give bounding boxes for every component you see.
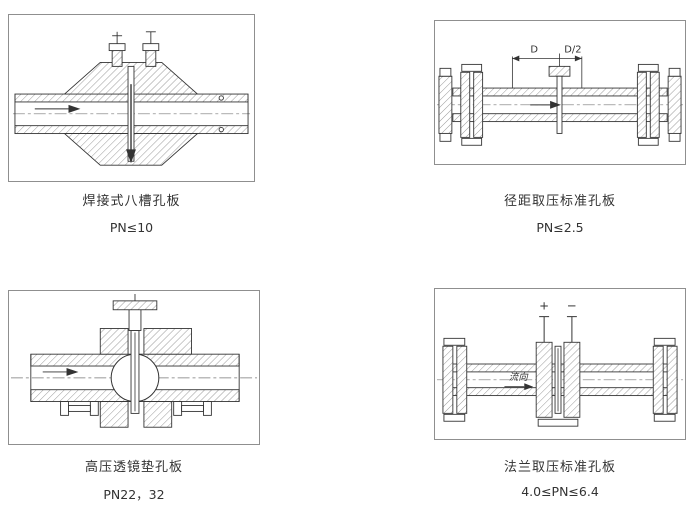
stud-bolt-icon <box>461 137 483 146</box>
figure-box-radius-tap-orifice: D D/2 <box>434 20 686 165</box>
figure-rating: 4.0≤PN≤6.4 <box>521 484 599 499</box>
stud-bolt-icon <box>637 63 659 72</box>
bolt-icon <box>439 132 452 142</box>
clamp-block <box>143 401 173 428</box>
radius-tap-orifice-drawing: D D/2 <box>436 45 684 146</box>
figure-box-flange-tap-orifice: + − 流向 <box>434 288 686 440</box>
bolt-icon <box>668 132 681 142</box>
orifice-plate <box>126 65 136 164</box>
flow-arrow-icon <box>42 367 79 376</box>
end-flange <box>667 75 682 134</box>
figure-box-welded-orifice <box>8 14 255 182</box>
stud-bolt-icon <box>537 418 579 427</box>
flange-tap-orifice-drawing: + − 流向 <box>436 299 684 427</box>
bolt-icon <box>668 67 681 77</box>
figure-caption: 径距取压标准孔板 <box>503 194 616 209</box>
dimension-label-d: D <box>530 45 538 56</box>
end-flange <box>438 75 453 134</box>
end-flange <box>652 345 664 414</box>
nut-icon <box>202 401 212 416</box>
plus-tap-label: + <box>539 299 549 313</box>
stud-bolt-icon <box>637 137 659 146</box>
figure-rating: PN≤2.5 <box>536 220 584 235</box>
stud-bolt-icon <box>653 413 676 422</box>
figure-caption: 高压透镜垫孔板 <box>84 460 183 475</box>
nut-icon <box>173 401 183 416</box>
stud-bolt-icon <box>443 337 466 346</box>
end-flange <box>442 345 454 414</box>
clamp-block <box>99 401 129 428</box>
figure-caption: 焊接式八槽孔板 <box>82 194 181 209</box>
welded-orifice-drawing <box>12 31 251 166</box>
orifice-plate <box>548 65 571 134</box>
end-flange <box>666 345 678 414</box>
center-flange-pair <box>535 341 581 427</box>
figure-caption: 法兰取压标准孔板 <box>503 460 616 475</box>
stud-bolt-icon <box>653 337 676 346</box>
flange <box>473 71 484 138</box>
pressure-taps: + − <box>539 299 577 343</box>
lens-gasket-orifice-drawing <box>10 293 258 428</box>
nut-icon <box>89 401 99 416</box>
flow-arrow-icon <box>34 104 81 113</box>
flow-arrow-icon <box>524 383 534 391</box>
end-flange <box>456 345 468 414</box>
flow-direction: 流向 <box>504 372 534 391</box>
figure-box-lens-gasket-orifice <box>8 290 260 445</box>
clamp-block <box>143 328 192 355</box>
flange <box>649 71 660 138</box>
flange <box>460 71 471 138</box>
flange <box>636 71 647 138</box>
stud-bolt-icon <box>181 405 204 412</box>
weld-dot-icon <box>218 127 224 133</box>
clamp-block <box>99 328 129 355</box>
nut-icon <box>60 401 69 416</box>
bolt-icon <box>439 67 452 77</box>
flow-arrow-icon <box>530 100 561 109</box>
dimension-lines: D D/2 <box>511 45 583 89</box>
stud-bolt-icon <box>461 63 483 72</box>
minus-tap-label: − <box>567 299 577 313</box>
flow-direction-label: 流向 <box>509 372 529 383</box>
weld-dot-icon <box>218 95 224 101</box>
figure-rating: PN≤10 <box>109 220 154 235</box>
tee-fitting <box>112 293 158 331</box>
bolt-assemblies <box>60 401 212 416</box>
stud-bolt-icon <box>443 413 466 422</box>
stud-bolt-icon <box>68 405 91 412</box>
figure-rating: PN22，32 <box>103 487 165 502</box>
dimension-label-d2: D/2 <box>564 45 581 56</box>
lens-gasket <box>110 330 160 414</box>
pressure-taps <box>108 31 160 67</box>
down-arrow-icon <box>126 149 136 164</box>
